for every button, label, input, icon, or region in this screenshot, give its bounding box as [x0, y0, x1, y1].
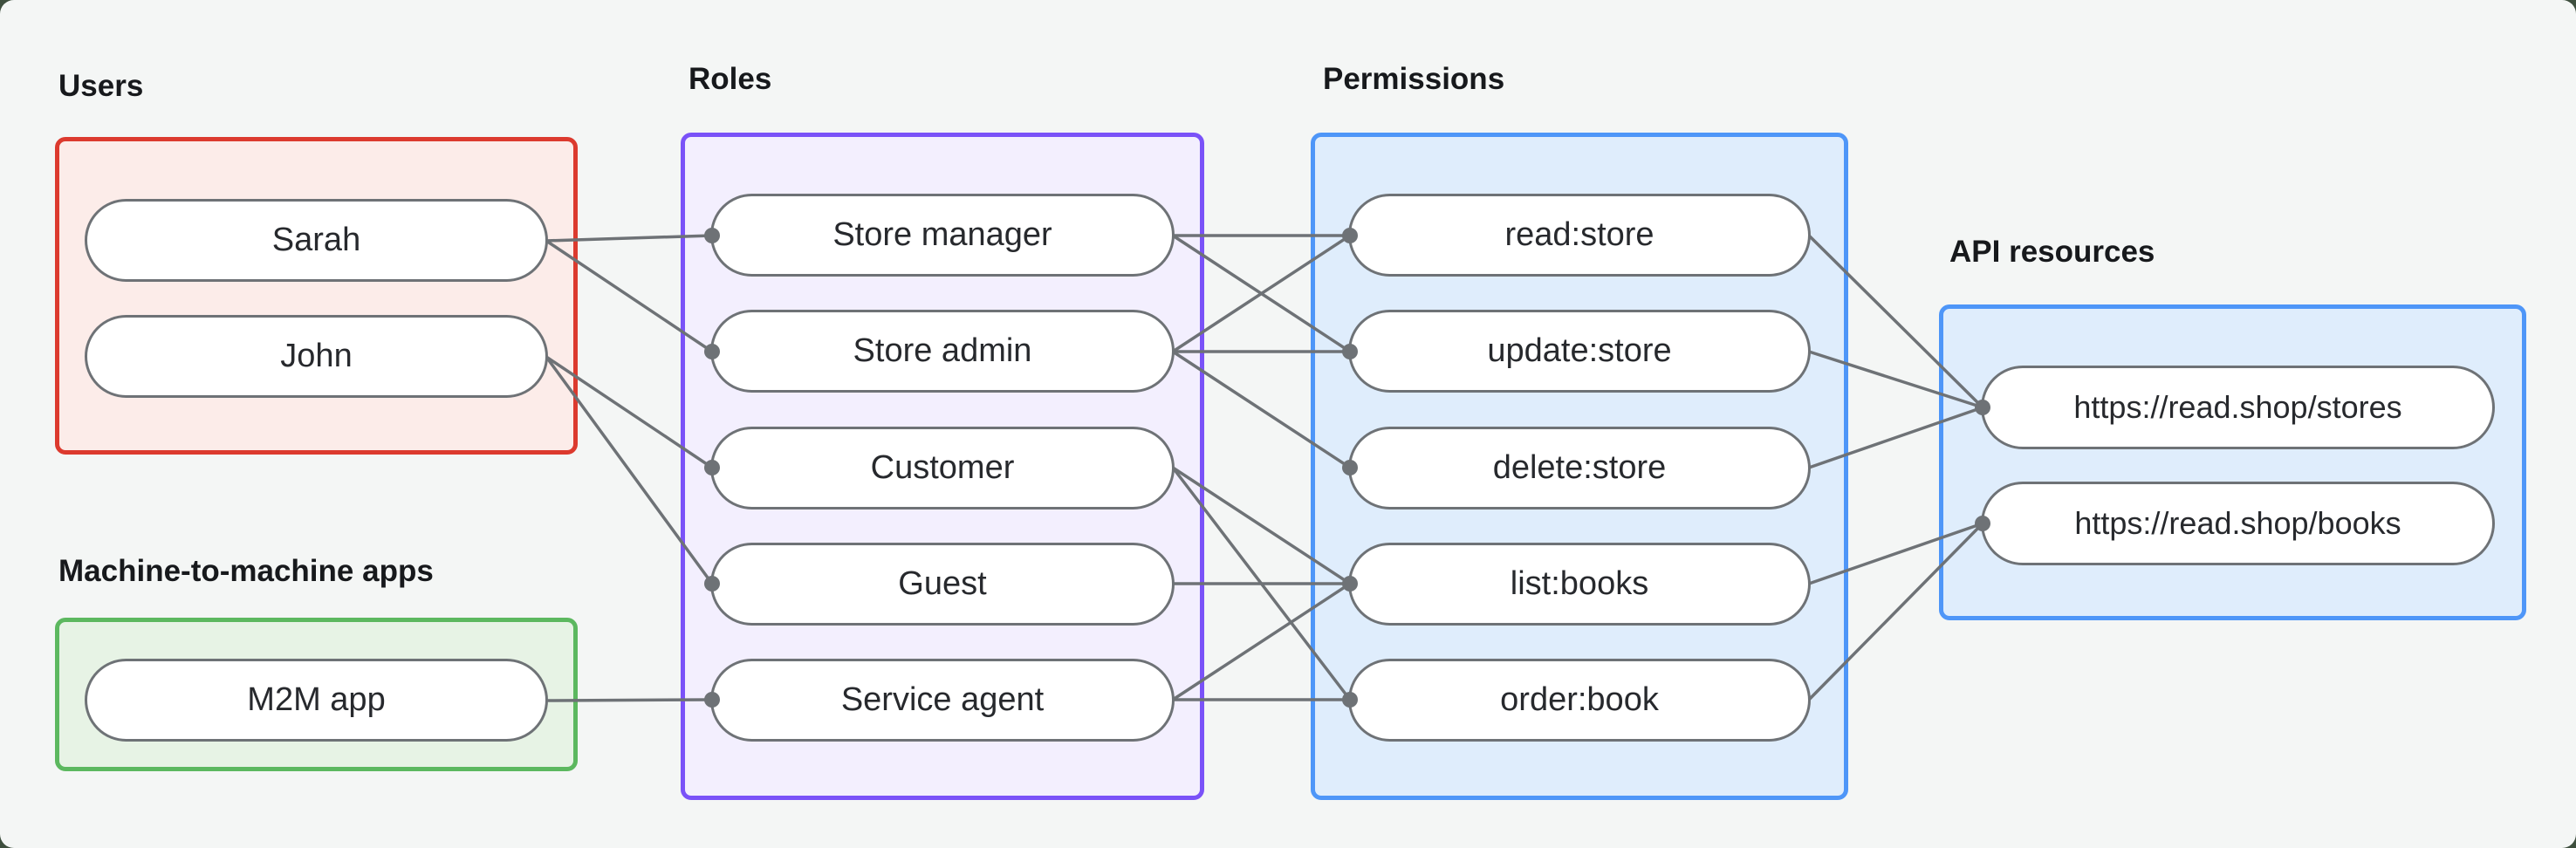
api-node-books-label: https://read.shop/books — [2074, 505, 2401, 541]
permissions-group-label: Permissions — [1323, 62, 1505, 96]
users-group-label: Users — [58, 69, 144, 103]
user-node-sarah-label: Sarah — [271, 222, 361, 258]
users-group-box — [55, 137, 578, 455]
user-node-john: John — [85, 315, 548, 398]
role-node-guest: Guest — [710, 543, 1175, 626]
permission-node-delete-store: delete:store — [1348, 427, 1811, 509]
permission-node-order-book: order:book — [1348, 659, 1811, 742]
role-node-store-manager: Store manager — [710, 194, 1175, 277]
role-node-store-admin-label: Store admin — [853, 332, 1032, 369]
permission-node-delete-store-label: delete:store — [1492, 449, 1667, 486]
m2m-group-label: Machine-to-machine apps — [58, 554, 434, 588]
role-node-customer: Customer — [710, 427, 1175, 509]
api-node-books: https://read.shop/books — [1981, 482, 2495, 565]
permission-node-list-books-label: list:books — [1510, 565, 1649, 602]
user-node-sarah: Sarah — [85, 199, 548, 282]
permission-node-read-store: read:store — [1348, 194, 1811, 277]
api-node-stores: https://read.shop/stores — [1981, 366, 2495, 449]
api-node-stores-label: https://read.shop/stores — [2073, 389, 2402, 425]
permission-node-order-book-label: order:book — [1500, 681, 1659, 718]
m2m-node-app: M2M app — [85, 659, 548, 742]
roles-group-label: Roles — [689, 62, 772, 96]
permission-node-read-store-label: read:store — [1504, 216, 1655, 253]
role-node-store-manager-label: Store manager — [832, 216, 1052, 253]
role-node-service-agent-label: Service agent — [840, 681, 1045, 718]
permission-node-list-books: list:books — [1348, 543, 1811, 626]
role-node-service-agent: Service agent — [710, 659, 1175, 742]
user-node-john-label: John — [280, 338, 353, 374]
permission-node-update-store-label: update:store — [1487, 332, 1672, 369]
api-resources-group-label: API resources — [1949, 235, 2155, 269]
role-node-customer-label: Customer — [870, 449, 1015, 486]
role-node-guest-label: Guest — [898, 565, 987, 602]
m2m-node-app-label: M2M app — [247, 681, 386, 718]
permission-node-update-store: update:store — [1348, 310, 1811, 393]
api-resources-group-box — [1939, 304, 2526, 620]
role-node-store-admin: Store admin — [710, 310, 1175, 393]
